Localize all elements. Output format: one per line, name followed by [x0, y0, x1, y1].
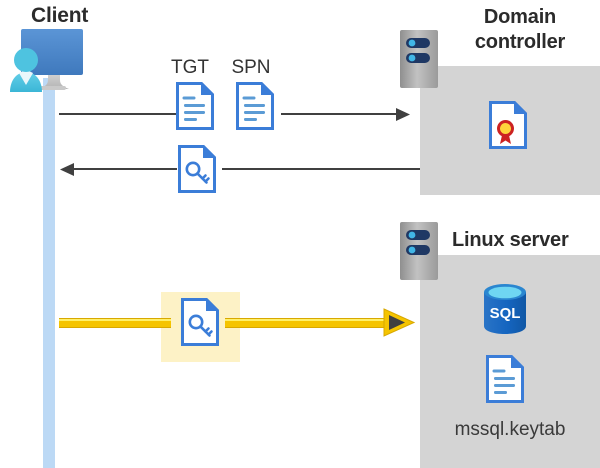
arrow-request-line-right	[281, 113, 399, 115]
arrow-right-icon	[396, 106, 412, 123]
keytab-document-icon	[486, 355, 524, 403]
flow-label-tgt: TGT	[171, 57, 209, 78]
certificate-document-icon	[489, 101, 527, 149]
arrow-response-line-right	[222, 168, 420, 170]
dc-title-line-1: Domain	[483, 6, 557, 28]
flow-label-spn: SPN	[231, 57, 271, 78]
page-title-linux-server: Linux server	[452, 229, 569, 251]
arrow-left-icon	[58, 161, 74, 178]
arrow-right-highlighted-icon	[383, 308, 416, 337]
service-ticket-key-document-icon	[181, 298, 219, 346]
client-workstation-icon	[4, 28, 100, 96]
svg-text:SQL: SQL	[490, 305, 521, 322]
sql-database-icon: SQL	[481, 282, 529, 336]
arrow-service-line-right	[225, 318, 385, 328]
page-title-client: Client	[31, 4, 89, 27]
linux-server-rack-icon	[400, 222, 438, 280]
spn-document-icon	[236, 82, 274, 130]
arrow-request-line-left	[59, 113, 177, 115]
dc-title-line-2: controller	[474, 31, 566, 53]
client-lifeline	[43, 78, 55, 468]
ticket-key-document-icon	[178, 145, 216, 193]
domain-controller-server-rack-icon	[400, 30, 438, 88]
arrow-response-line-left	[72, 168, 177, 170]
arrow-service-line-left	[59, 318, 171, 328]
keytab-caption: mssql.keytab	[454, 419, 566, 440]
page-title-domain-controller: Domain controller	[440, 5, 600, 55]
tgt-document-icon	[176, 82, 214, 130]
